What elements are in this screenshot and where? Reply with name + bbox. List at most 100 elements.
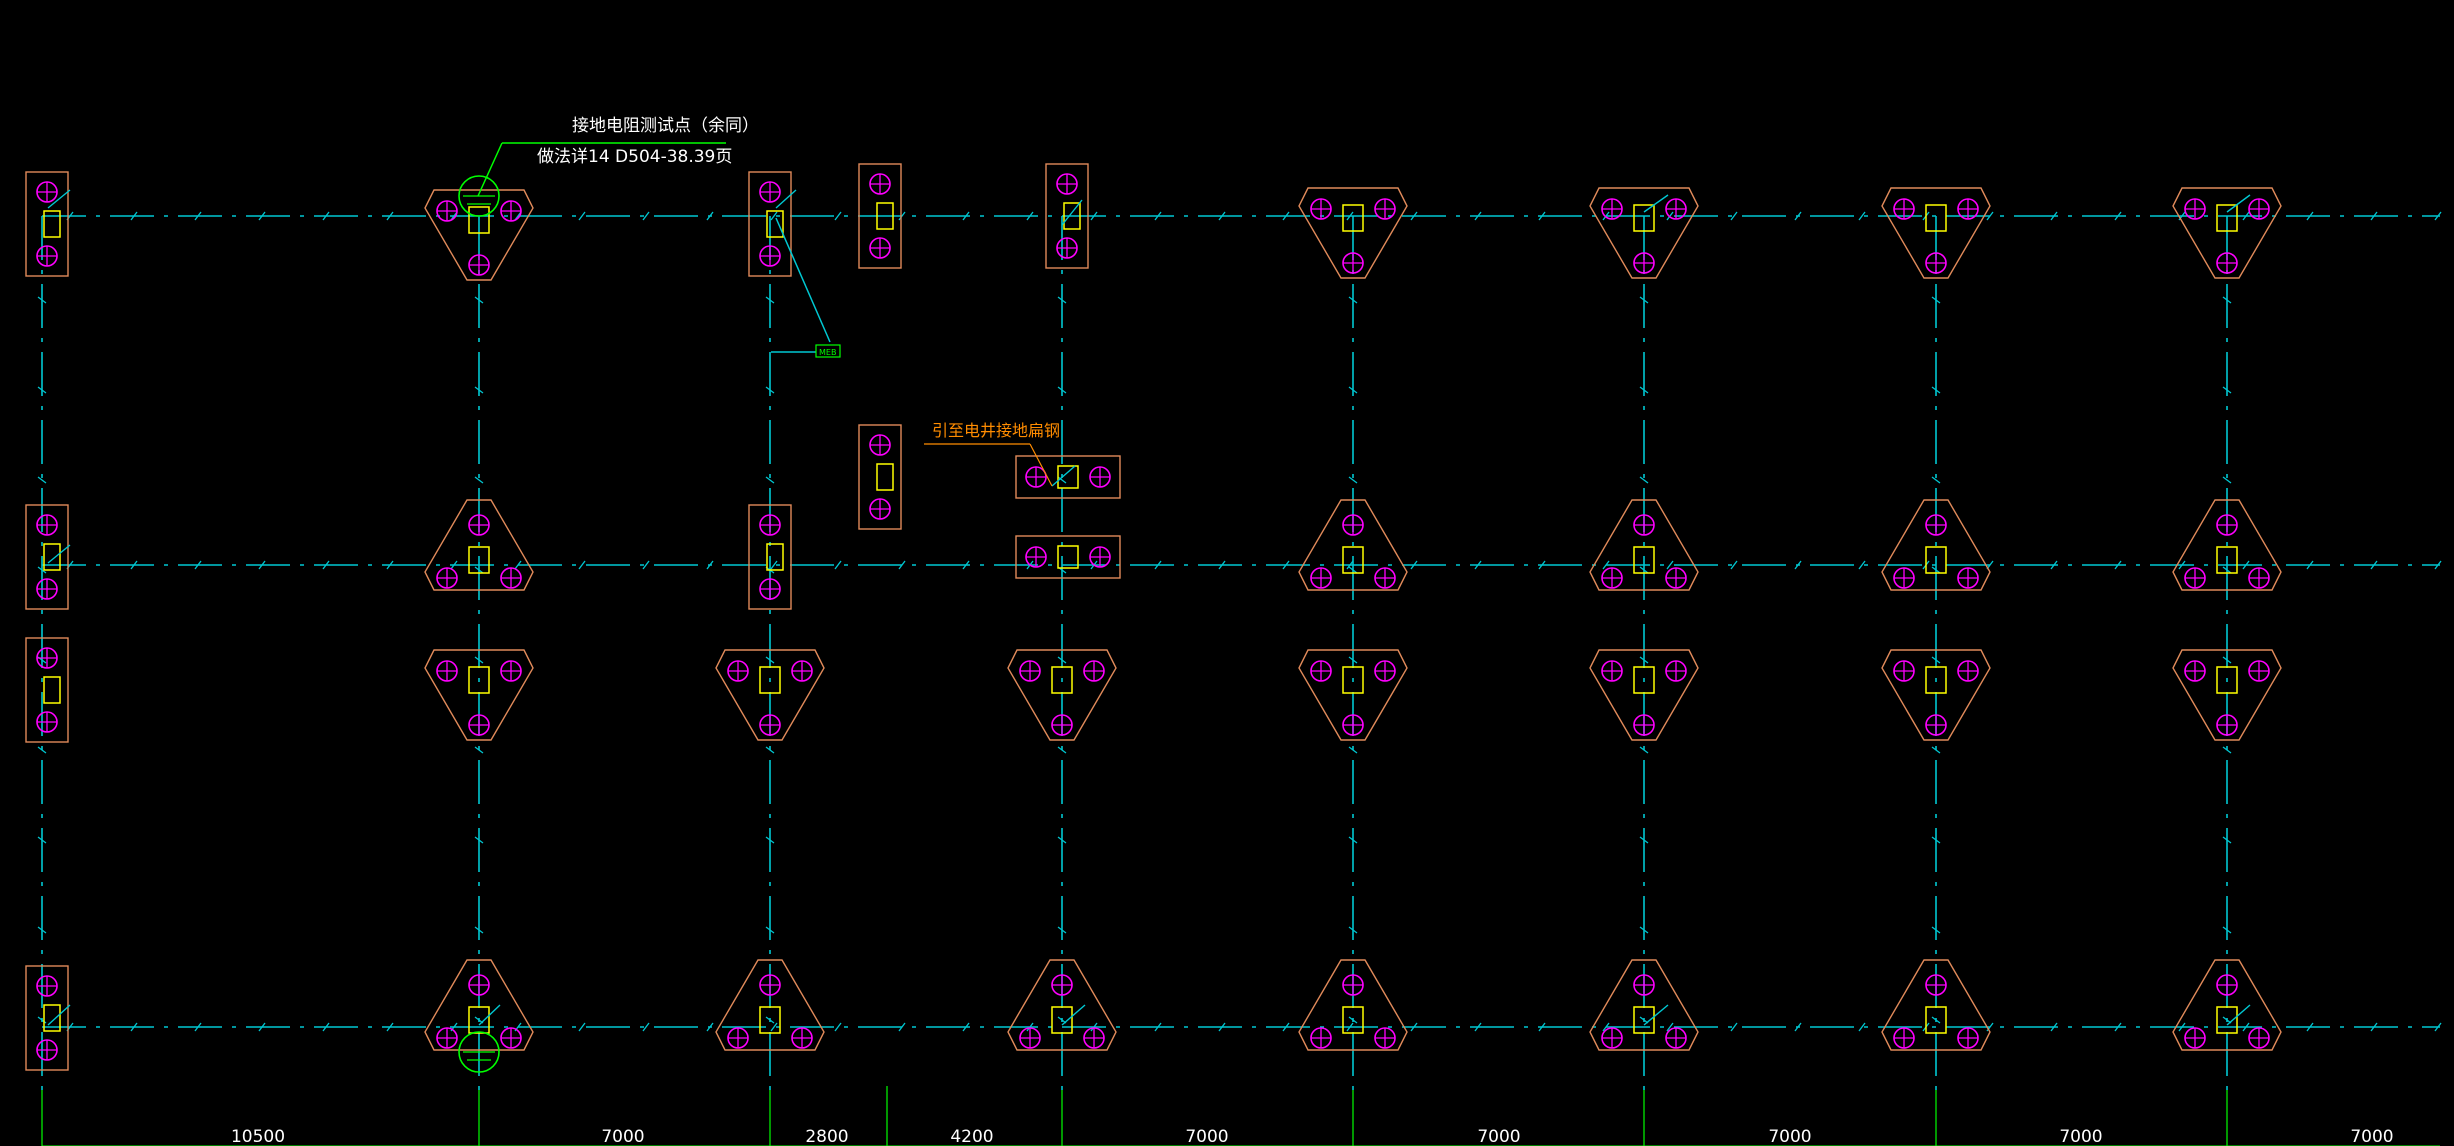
lead-note-text: 引至电井接地扁钢 <box>932 421 1060 440</box>
tick-h <box>1410 211 1418 221</box>
tick-v <box>37 386 47 394</box>
meb-leader-diagonal <box>775 217 831 343</box>
test-point-annotation: 接地电阻测试点（余同） 做法详14 D504-38.39页 <box>477 116 759 197</box>
grounding-lead <box>1643 1004 1669 1026</box>
triangular-pile-cap <box>1298 649 1408 741</box>
tick-h <box>2306 560 2314 570</box>
rectangular-pile-cap <box>25 965 69 1071</box>
triangular-pile-cap <box>424 499 534 591</box>
column-square <box>1925 546 1947 574</box>
rectangular-pile-cap <box>858 163 902 269</box>
test-point-circle <box>458 175 500 217</box>
tick-h <box>962 560 970 570</box>
tick-v <box>1348 476 1358 484</box>
tick-h <box>1858 1022 1866 1032</box>
tick-h <box>834 560 842 570</box>
triangular-pile-cap <box>2172 187 2282 279</box>
column-square <box>1925 1006 1947 1034</box>
grounding-lead <box>2226 1004 2251 1026</box>
grounding-lead <box>47 189 71 209</box>
triangular-pile-cap <box>715 649 825 741</box>
tick-v <box>1348 746 1358 754</box>
axis-grid <box>41 215 2440 1146</box>
tick-v <box>2222 386 2232 394</box>
tick-h <box>962 1022 970 1032</box>
tick-h <box>642 560 650 570</box>
tick-v <box>765 746 775 754</box>
tick-v <box>2222 296 2232 304</box>
triangular-pile-cap <box>424 649 534 741</box>
tick-v <box>1348 836 1358 844</box>
rectangular-pile-cap <box>1015 455 1121 499</box>
tick-h <box>386 211 394 221</box>
tick-v <box>37 476 47 484</box>
tick-h <box>1090 211 1098 221</box>
tick-h <box>1602 560 1610 570</box>
tick-v <box>1348 566 1358 574</box>
dim-label-6: 7000 <box>1477 1127 1520 1146</box>
column-square <box>1633 666 1655 694</box>
tick-h <box>578 560 586 570</box>
tick-v <box>1057 656 1067 664</box>
dim-label-7: 7000 <box>1768 1127 1811 1146</box>
column-square <box>1057 545 1079 569</box>
grounding-lead <box>2226 194 2251 213</box>
column-square <box>43 676 61 704</box>
column-square <box>468 1006 490 1034</box>
triangular-pile-cap <box>1881 959 1991 1051</box>
tick-h <box>130 211 138 221</box>
tick-h <box>2242 211 2250 221</box>
column-square <box>759 1006 781 1034</box>
tick-h <box>962 211 970 221</box>
tick-v <box>1639 926 1649 934</box>
tick-h <box>2434 560 2442 570</box>
tick-h <box>130 1022 138 1032</box>
triangular-pile-cap <box>1298 187 1408 279</box>
tick-h <box>1666 1022 1674 1032</box>
tick-h <box>642 1022 650 1032</box>
tick-h <box>2306 211 2314 221</box>
tick-h <box>2050 560 2058 570</box>
tick-v <box>37 926 47 934</box>
tick-v <box>1348 296 1358 304</box>
tick-h <box>2434 1022 2442 1032</box>
tick-v <box>37 296 47 304</box>
meb-tag: MEB <box>771 217 841 358</box>
tick-v <box>474 386 484 394</box>
meb-tag-box <box>815 344 841 358</box>
tick-h <box>194 560 202 570</box>
column-square <box>876 202 894 230</box>
triangular-pile-cap <box>1881 499 1991 591</box>
tick-h <box>2370 560 2378 570</box>
tick-h <box>1986 211 1994 221</box>
grounding-lead <box>1061 199 1083 226</box>
triangular-pile-cap <box>2172 649 2282 741</box>
tick-v <box>2222 926 2232 934</box>
dim-label-8: 7000 <box>2059 1127 2102 1146</box>
column-square <box>43 1004 61 1032</box>
rectangular-pile-cap <box>1045 163 1089 269</box>
tick-v <box>1639 656 1649 664</box>
rectangular-pile-cap <box>858 424 902 530</box>
tick-h <box>1282 1022 1290 1032</box>
dim-label-3: 2800 <box>805 1127 848 1146</box>
triangular-pile-cap <box>1589 187 1699 279</box>
tick-v <box>1931 296 1941 304</box>
tick-v <box>765 656 775 664</box>
rectangular-pile-cap <box>748 171 792 277</box>
tick-h <box>1666 560 1674 570</box>
test-point-note-line1: 接地电阻测试点（余同） <box>572 116 759 136</box>
tick-v <box>474 656 484 664</box>
column-square <box>43 543 61 571</box>
tick-h <box>1730 211 1738 221</box>
column-square <box>468 206 490 234</box>
triangular-pile-cap <box>2172 499 2282 591</box>
column-square <box>1633 204 1655 232</box>
triangular-pile-cap <box>424 189 534 281</box>
tick-h <box>1538 1022 1546 1032</box>
tick-h <box>1474 560 1482 570</box>
column-square <box>1051 1006 1073 1034</box>
tick-v <box>1931 746 1941 754</box>
triangular-pile-cap <box>2172 959 2282 1051</box>
